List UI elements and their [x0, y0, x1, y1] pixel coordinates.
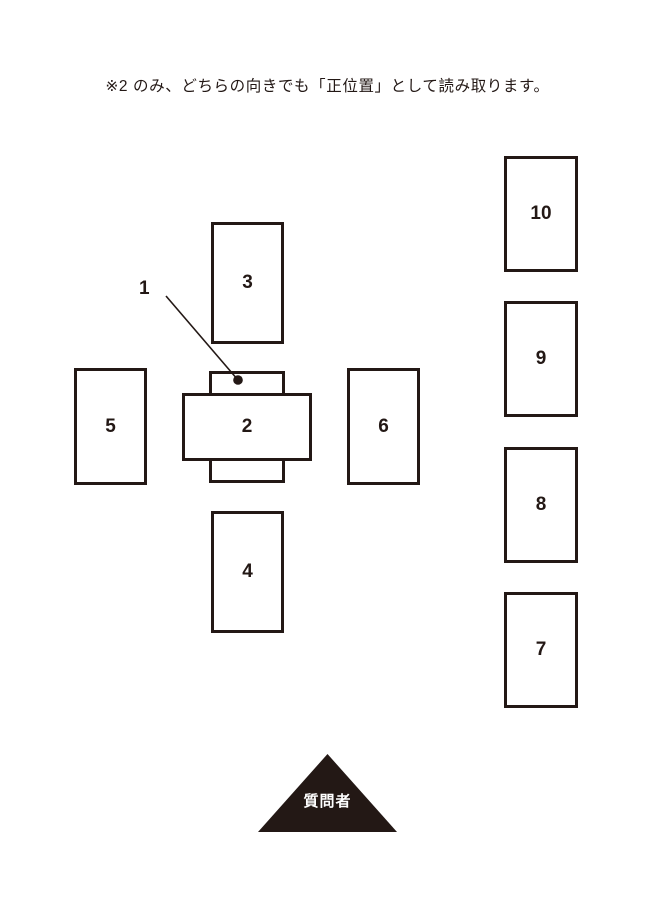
card-1-label: 1 [139, 278, 150, 299]
questioner-label: 質問者 [303, 793, 352, 810]
card-7: 7 [504, 592, 578, 708]
card-3: 3 [211, 222, 284, 344]
card-2-label: 2 [241, 416, 253, 437]
card-5-label: 5 [105, 415, 116, 437]
card-3-label: 3 [242, 272, 253, 293]
card-9: 9 [504, 301, 578, 417]
card-4-label: 4 [242, 561, 253, 582]
questioner-triangle [258, 754, 397, 832]
card-10: 10 [504, 156, 578, 272]
card-4: 4 [211, 511, 284, 633]
card-8: 8 [504, 447, 578, 563]
card-2-horizontal [182, 393, 312, 461]
card-7-label: 7 [535, 639, 547, 660]
note-text: ※2 のみ、どちらの向きでも「正位置」として読み取ります。 [105, 78, 550, 95]
card-6: 6 [347, 368, 420, 485]
card-6-label: 6 [378, 415, 389, 437]
card-9-label: 9 [535, 348, 547, 369]
card-10-label: 10 [530, 203, 552, 224]
card-5: 5 [74, 368, 147, 485]
card-8-label: 8 [535, 494, 547, 515]
